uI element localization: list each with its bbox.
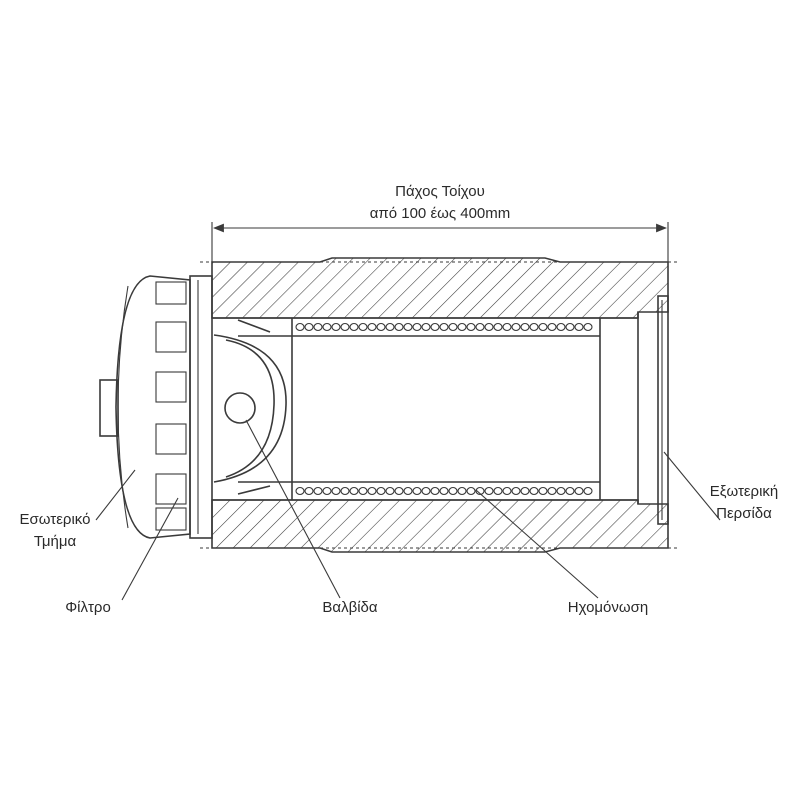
soundproofing-cell — [313, 486, 323, 496]
wall-thickness-dimension: Πάχος Τοίχου από 100 έως 400mm — [211, 183, 669, 262]
soundproofing-cell — [565, 486, 575, 496]
soundproofing-cell — [466, 486, 476, 496]
filter-slat — [155, 423, 187, 455]
soundproofing-cell — [385, 486, 395, 496]
soundproofing-cell — [475, 322, 485, 332]
soundproofing-cell — [529, 486, 539, 496]
soundproofing-cell — [394, 486, 404, 496]
soundproofing-label: Ηχομόνωση — [568, 599, 648, 616]
soundproofing-cell — [574, 486, 584, 496]
soundproofing-cell — [313, 322, 323, 332]
soundproofing-cell — [466, 322, 476, 332]
soundproofing-cell — [349, 322, 359, 332]
soundproofing-cell — [448, 322, 458, 332]
soundproofing-cell — [502, 322, 512, 332]
soundproofing-cell — [304, 486, 314, 496]
filter — [155, 281, 187, 531]
valve — [213, 319, 287, 495]
soundproofing-cell — [484, 322, 494, 332]
filter-slat — [155, 371, 187, 403]
soundproofing-cell — [520, 486, 530, 496]
soundproofing-cell — [340, 322, 350, 332]
soundproofing-cell — [367, 322, 377, 332]
soundproofing-band-bottom — [295, 486, 593, 496]
external-louver — [657, 295, 669, 525]
soundproofing-cell — [439, 486, 449, 496]
soundproofing-cell — [547, 486, 557, 496]
soundproofing-cell — [331, 322, 341, 332]
soundproofing-band-top — [295, 322, 593, 332]
wall-top — [211, 257, 669, 319]
soundproofing-cell — [511, 322, 521, 332]
soundproofing-cell — [376, 322, 386, 332]
leader-lines — [95, 419, 721, 601]
soundproofing-cell — [538, 486, 548, 496]
external-louver-label-line1: Εξωτερική — [710, 483, 779, 500]
soundproofing-cell — [457, 486, 467, 496]
soundproofing-cell — [430, 486, 440, 496]
internal-part-label-line1: Εσωτερικό — [20, 511, 91, 528]
soundproofing-cell — [574, 322, 584, 332]
dimension-title: Πάχος Τοίχου — [395, 183, 485, 200]
external-louver-label-line2: Περσίδα — [716, 505, 772, 522]
soundproofing-cell — [340, 486, 350, 496]
dimension-range: από 100 έως 400mm — [370, 205, 511, 222]
soundproofing-cell — [367, 486, 377, 496]
filter-slat — [155, 507, 187, 531]
soundproofing-cell — [556, 322, 566, 332]
soundproofing-cell — [511, 486, 521, 496]
filter-slat — [155, 321, 187, 353]
soundproofing-cell — [583, 486, 593, 496]
soundproofing-cell — [385, 322, 395, 332]
soundproofing-cell — [403, 322, 413, 332]
soundproofing-cell — [358, 322, 368, 332]
soundproofing-cell — [502, 486, 512, 496]
wall-section — [200, 257, 680, 553]
soundproofing-cell — [421, 322, 431, 332]
soundproofing-cell — [421, 486, 431, 496]
soundproofing-cell — [430, 322, 440, 332]
soundproofing-cell — [376, 486, 386, 496]
soundproofing-cell — [448, 486, 458, 496]
filter-label: Φίλτρο — [65, 599, 111, 616]
internal-part — [99, 275, 191, 539]
filter-slat — [155, 473, 187, 505]
valve-pivot — [224, 392, 256, 424]
soundproofing-cell — [583, 322, 593, 332]
soundproofing-cell — [556, 486, 566, 496]
duct-pipe — [212, 312, 639, 504]
soundproofing-cell — [412, 486, 422, 496]
soundproofing-cell — [331, 486, 341, 496]
soundproofing-cell — [322, 322, 332, 332]
soundproofing-cell — [547, 322, 557, 332]
soundproofing-cell — [403, 486, 413, 496]
soundproofing-cell — [295, 486, 305, 496]
soundproofing-cell — [349, 486, 359, 496]
soundproofing-cell — [358, 486, 368, 496]
soundproofing-cell — [493, 322, 503, 332]
soundproofing-cell — [394, 322, 404, 332]
soundproofing-cell — [457, 322, 467, 332]
callout-labels: Εσωτερικό Τμήμα Φίλτρο Βαλβίδα Ηχομόνωση… — [20, 483, 779, 616]
soundproofing-cell — [538, 322, 548, 332]
inner-flange — [189, 275, 213, 539]
filter-slat — [155, 281, 187, 305]
wall-bottom — [211, 499, 669, 553]
soundproofing-cell — [295, 322, 305, 332]
soundproofing-cell — [304, 322, 314, 332]
soundproofing-cell — [484, 486, 494, 496]
valve-label: Βαλβίδα — [322, 599, 377, 616]
internal-part-label-line2: Τμήμα — [34, 533, 77, 550]
soundproofing-cell — [529, 322, 539, 332]
soundproofing-cell — [412, 322, 422, 332]
soundproofing-cell — [520, 322, 530, 332]
cover-knob — [99, 379, 119, 437]
soundproofing-cell — [565, 322, 575, 332]
soundproofing-cell — [475, 486, 485, 496]
soundproofing-cell — [493, 486, 503, 496]
soundproofing-cell — [322, 486, 332, 496]
soundproofing-cell — [439, 322, 449, 332]
